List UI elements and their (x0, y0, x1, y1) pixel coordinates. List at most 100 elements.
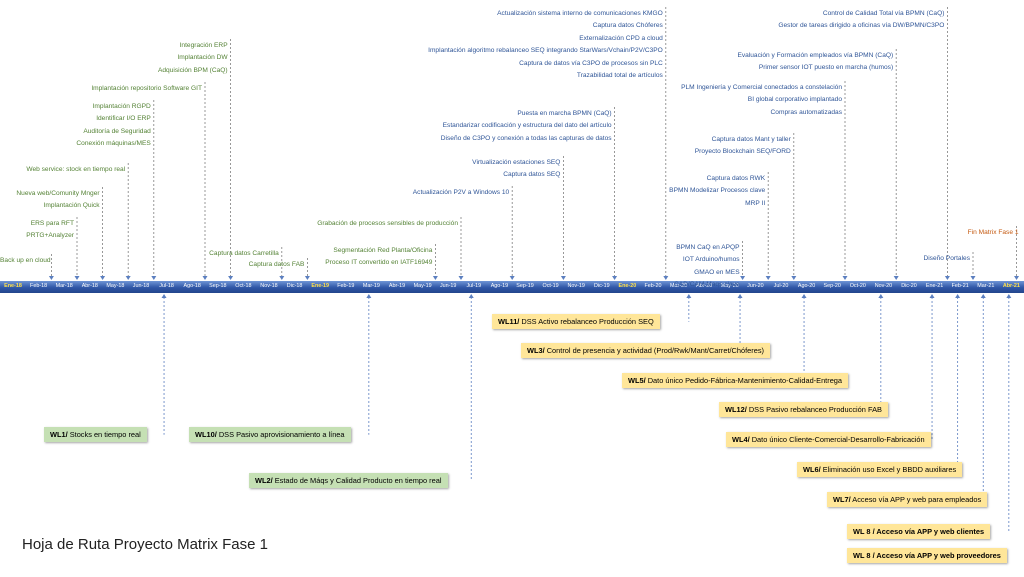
milestone-arrow (125, 276, 131, 280)
workload-arrow (929, 294, 935, 298)
milestone-arrow (432, 276, 438, 280)
milestone-label: Nueva web/Comunity Mnger (16, 190, 100, 197)
workload-text: Acceso vía APP y web clientes (874, 527, 985, 536)
milestone-label: Actualización P2V a Windows 10 (412, 189, 510, 196)
month-label: Ago-19 (490, 283, 509, 289)
month-label: Jun-19 (439, 283, 457, 289)
milestone-label: PRTG+Analyzer (26, 232, 74, 240)
month-label: Oct-19 (542, 283, 559, 289)
milestone-arrow (740, 276, 746, 280)
workload-text: Dato único Cliente-Comercial-Desarrollo-… (749, 435, 925, 444)
milestone-label: Proceso IT convertido en IATF16949 (325, 259, 433, 267)
milestone-label: BPMN CaQ en APQP (676, 244, 740, 251)
milestone-label: Estandarizar codificación y estructura d… (442, 122, 612, 130)
milestone-arrow (970, 276, 976, 280)
month-label: Abr-19 (388, 283, 406, 289)
workload-code: WL3/ (527, 346, 545, 355)
milestone-label: Captura datos RWK (706, 175, 766, 182)
milestone-arrow (458, 276, 464, 280)
milestone-label: Captura datos SEQ (503, 171, 561, 179)
workload-arrow (801, 294, 807, 298)
workload-code: WL11/ (498, 317, 520, 326)
milestone-arrow (663, 276, 669, 280)
milestone-label: Integración ERP (179, 42, 228, 49)
month-label: Jul-20 (773, 283, 789, 289)
milestone-arrow (791, 276, 797, 280)
milestone-label: Proyecto Blockchain SEQ/FORD (694, 148, 791, 156)
milestone-label: Gestor de tareas dirigido a oficinas vía… (778, 22, 945, 30)
workload-arrow (878, 294, 884, 298)
workload-text: Stocks en tiempo real (67, 430, 141, 439)
milestone-label: ERS para RFT (30, 220, 74, 227)
milestone-arrow (48, 276, 54, 280)
milestone-label: Externalización CPD a cloud (579, 34, 663, 42)
workload-arrow (686, 294, 692, 298)
month-label: Ene-21 (925, 283, 944, 289)
workload-code: WL4/ (732, 435, 750, 444)
milestone-label: Web service: stock en tiempo real (26, 166, 126, 173)
milestone-label: BI global corporativo implantado (747, 96, 842, 104)
milestone-label: Auditoría de Seguridad (83, 127, 151, 135)
month-label: May-18 (106, 283, 125, 289)
workload-text: DSS Pasivo aprovisionamiento a línea (216, 430, 345, 439)
month-label: Dic-20 (901, 283, 917, 289)
month-label: Jun-18 (132, 283, 150, 289)
workload-box: WL 8 / Acceso vía APP y web proveedores (847, 548, 1007, 564)
workload-arrow (468, 294, 474, 298)
milestone-label: Adquisición BPM (CaQ) (157, 66, 228, 74)
workload-code: WL 8 / (853, 551, 875, 560)
milestone-label: Captura datos FAB (248, 261, 305, 268)
month-label: Nov-18 (260, 283, 278, 289)
workload-box: WL7/ Acceso vía APP y web para empleados (827, 492, 988, 508)
milestone-label: Segmentación Red Planta/Oficina (333, 247, 433, 254)
milestone-label: Identificar I/O ERP (96, 115, 151, 123)
workload-arrow (161, 294, 167, 298)
workload-text: Acceso vía APP y web proveedores (874, 551, 1001, 560)
month-label: Abr-20 (696, 283, 713, 289)
workload-code: WL 8 / (853, 527, 875, 536)
milestone-label: Back up en cloud (0, 257, 51, 264)
month-label: Feb-20 (644, 283, 662, 289)
milestone-arrow (304, 276, 310, 280)
month-label: Dic-19 (594, 283, 610, 289)
milestone-arrow (842, 276, 848, 280)
workload-box: WL12/ DSS Pasivo rebalanceo Producción F… (719, 402, 888, 418)
milestone-label: Trazabilidad total de artículos (576, 72, 663, 79)
month-label: Abr-21 (1002, 283, 1020, 289)
workload-text: Dato único Pedido-Fábrica-Mantenimiento-… (645, 376, 843, 385)
milestone-label: Captura datos Carretilla (209, 250, 279, 257)
page-title: Hoja de Ruta Proyecto Matrix Fase 1 (22, 536, 268, 553)
month-label: Feb-21 (951, 283, 969, 289)
workload-code: WL5/ (628, 376, 646, 385)
milestone-label: PLM Ingeniería y Comercial conectados a … (681, 84, 842, 91)
month-label: Feb-19 (337, 283, 355, 289)
workload-text: Eliminación uso Excel y BBDD auxiliares (820, 465, 957, 474)
workload-box: WL2/ Estado de Máqs y Calidad Producto e… (249, 473, 448, 489)
month-label: Ene-19 (311, 283, 330, 289)
workload-box: WL4/ Dato único Cliente-Comercial-Desarr… (726, 432, 931, 448)
month-label: Abr-18 (81, 283, 98, 289)
milestone-label: Actualización sistema interno de comunic… (497, 10, 663, 17)
workload-text: Estado de Máqs y Calidad Producto en tie… (272, 476, 442, 485)
month-label: Sep-18 (209, 283, 227, 289)
milestone-label: Conexión máquinas/MES (76, 140, 151, 148)
milestone-label: Virtualización estaciones SEQ (472, 159, 561, 166)
workload-box: WL6/ Eliminación uso Excel y BBDD auxili… (797, 462, 963, 478)
month-label: Ago-18 (183, 283, 201, 289)
milestone-arrow (893, 276, 899, 280)
workload-box: WL10/ DSS Pasivo aprovisionamiento a lín… (189, 427, 351, 443)
workload-box: WL3/ Control de presencia y actividad (P… (521, 343, 771, 359)
milestone-arrow (944, 276, 950, 280)
milestone-label: IOT Arduino/humos (682, 256, 740, 264)
workload-code: WL1/ (50, 430, 68, 439)
month-label: Mar-20 (670, 283, 688, 289)
month-label: Nov-20 (874, 283, 893, 289)
milestone-arrow (612, 276, 618, 280)
workload-box: WL11/ DSS Activo rebalanceo Producción S… (492, 314, 660, 330)
milestone-label: BPMN Modelizar Procesos clave (669, 187, 766, 195)
milestone-label: Implantación DW (177, 54, 228, 62)
month-label: Sep-20 (823, 283, 841, 289)
month-label: Ene-18 (4, 283, 22, 289)
